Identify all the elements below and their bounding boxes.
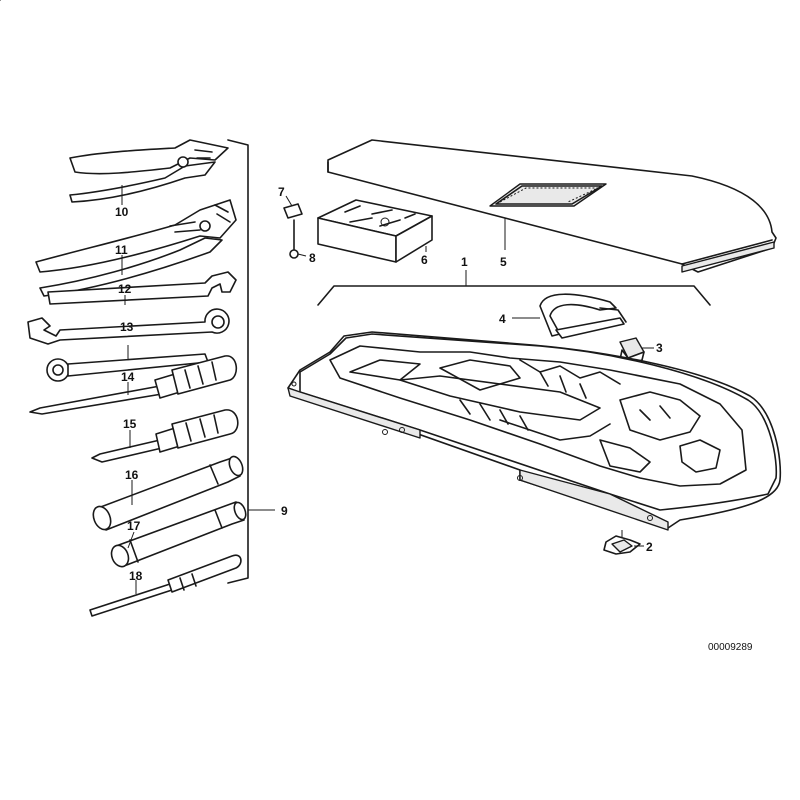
cross-screwdriver <box>91 409 239 463</box>
small-box <box>317 199 433 263</box>
callout-9: 9 <box>281 504 288 518</box>
callout-17: 17 <box>127 519 141 533</box>
callout-10: 10 <box>115 205 129 219</box>
water-pump-pliers <box>35 199 237 297</box>
callout-16: 16 <box>125 468 139 482</box>
wing-nut <box>603 530 644 555</box>
callout-8: 8 <box>309 251 316 265</box>
callout-5: 5 <box>500 255 507 269</box>
toolkit-cover <box>327 139 777 273</box>
clip-and-screw <box>0 0 307 259</box>
tray-bracket <box>317 270 711 306</box>
callout-1: 1 <box>461 255 468 269</box>
tool-tray <box>287 331 782 531</box>
callout-18: 18 <box>129 569 143 583</box>
combination-wrench <box>27 308 230 345</box>
callout-4: 4 <box>499 312 506 326</box>
callout-7: 7 <box>278 185 285 199</box>
box-spanner <box>92 455 244 531</box>
flat-screwdriver <box>29 355 238 415</box>
callout-12: 12 <box>118 282 132 296</box>
open-end-wrench <box>47 271 237 305</box>
callout-2: 2 <box>646 540 653 554</box>
tommy-bar <box>89 554 242 617</box>
combination-pliers <box>69 139 229 205</box>
callout-11: 11 <box>115 243 128 257</box>
tool-group-bracket <box>227 139 275 584</box>
callout-14: 14 <box>121 370 135 384</box>
socket-spanner <box>110 501 247 568</box>
callout-labels: 1 2 3 4 5 6 7 8 9 10 11 12 13 14 15 16 1… <box>115 185 663 583</box>
callout-15: 15 <box>123 417 137 431</box>
callout-13: 13 <box>120 320 134 334</box>
strap <box>512 293 627 339</box>
drawing-number: 00009289 <box>708 642 753 653</box>
callout-6: 6 <box>421 253 428 267</box>
callout-3: 3 <box>656 341 663 355</box>
